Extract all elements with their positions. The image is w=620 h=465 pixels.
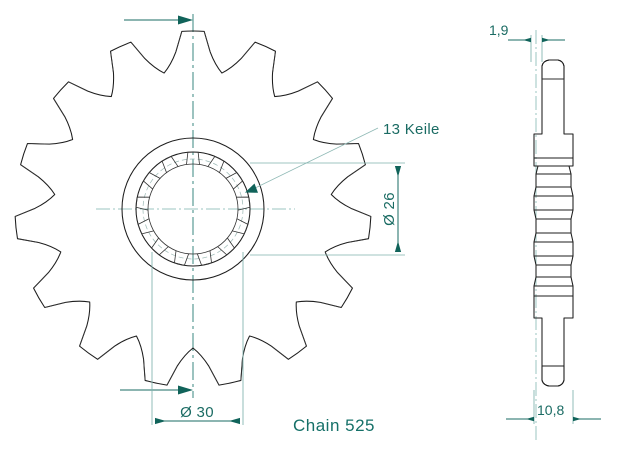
tooth-chamfer-line — [298, 81, 318, 92]
tooth-chamfer-line — [20, 164, 39, 178]
spline-bore-circle — [147, 163, 239, 255]
front-view-group: 13 Keile Ø 26 Ø 30 — [14, 14, 440, 425]
hub-outer-circle — [121, 137, 265, 281]
tooth-chamfer-line — [272, 51, 276, 73]
bore-diameter-dimension: Ø 26 — [381, 166, 402, 252]
tooth-chamfer-line — [320, 98, 333, 117]
tooth-chamfer-line — [17, 238, 39, 243]
tooth-chamfer-line — [347, 238, 369, 243]
spline-tooth — [174, 250, 190, 266]
tooth-chamfer-line — [208, 366, 220, 386]
drawing-title: Chain 525 — [293, 416, 375, 435]
tooth-chamfer-line — [68, 81, 88, 92]
tooth-chamfer-line — [143, 359, 146, 381]
side-lower-tooth — [533, 295, 574, 387]
bore-diameter-label: Ø 26 — [381, 192, 398, 226]
spline-tooth — [225, 172, 244, 190]
web-thickness-label: 1,9 — [489, 22, 509, 38]
tooth-chamfer-line — [44, 302, 66, 308]
web-thickness-dimension: 1,9 — [489, 22, 565, 62]
side-view-group: 1,9 10,8 — [489, 22, 601, 440]
tooth-chamfer-line — [130, 41, 146, 59]
tooth-chamfer-line — [347, 164, 366, 178]
hub-diameter-label: Ø 30 — [180, 404, 214, 421]
tooth-chamfer-line — [298, 325, 307, 347]
sprocket-tooth-outline — [180, 29, 244, 89]
tooth-chamfer-line — [350, 207, 371, 217]
tooth-chamfer-line — [15, 207, 36, 217]
overall-width-dimension: 10,8 — [506, 390, 601, 424]
tooth-chamfer-line — [110, 51, 114, 73]
spline-tooth — [207, 155, 225, 173]
spline-leader — [245, 127, 379, 193]
top-section-arrow — [124, 15, 193, 25]
spline-count-label: 13 Keile — [383, 121, 440, 138]
overall-width-label: 10,8 — [537, 402, 564, 418]
tooth-chamfer-line — [79, 325, 88, 347]
sprocket-profile-path — [14, 30, 372, 386]
spline-tooth — [161, 155, 179, 173]
spline-tooth — [137, 218, 154, 235]
side-bottom-tip — [541, 365, 565, 387]
hub-diameter-dimension: Ø 30 — [155, 404, 240, 425]
tooth-chamfer-line — [27, 143, 49, 145]
spline-tooth — [142, 172, 161, 190]
spline-tooth — [236, 196, 251, 211]
spline-tooth — [186, 151, 200, 165]
tooth-chamfer-line — [53, 98, 66, 117]
side-upper-tooth — [533, 59, 574, 159]
spline-tooth — [196, 250, 212, 266]
side-tooth-tip — [541, 59, 565, 80]
bottom-section-arrow — [120, 385, 193, 395]
spline-tooth — [232, 218, 249, 235]
spline-tooth — [135, 196, 150, 211]
tooth-chamfer-line — [271, 345, 289, 360]
side-spline-ribs — [533, 157, 574, 297]
tooth-chamfer-line — [97, 345, 115, 360]
tooth-chamfer-line — [337, 272, 353, 289]
tooth-chamfer-line — [337, 143, 359, 145]
sprocket-body — [14, 30, 372, 386]
spline-teeth-group — [135, 151, 251, 266]
spline-tooth — [217, 237, 235, 256]
tooth-chamfer-line — [203, 31, 211, 53]
spline-tooth — [151, 237, 169, 256]
tooth-chamfer-line — [240, 41, 256, 59]
tooth-chamfer-line — [33, 272, 49, 289]
tooth-chamfer-line — [175, 31, 183, 53]
tooth-chamfer-line — [320, 302, 342, 308]
tooth-chamfer-line — [166, 366, 178, 386]
tooth-chamfer-line — [240, 359, 243, 381]
